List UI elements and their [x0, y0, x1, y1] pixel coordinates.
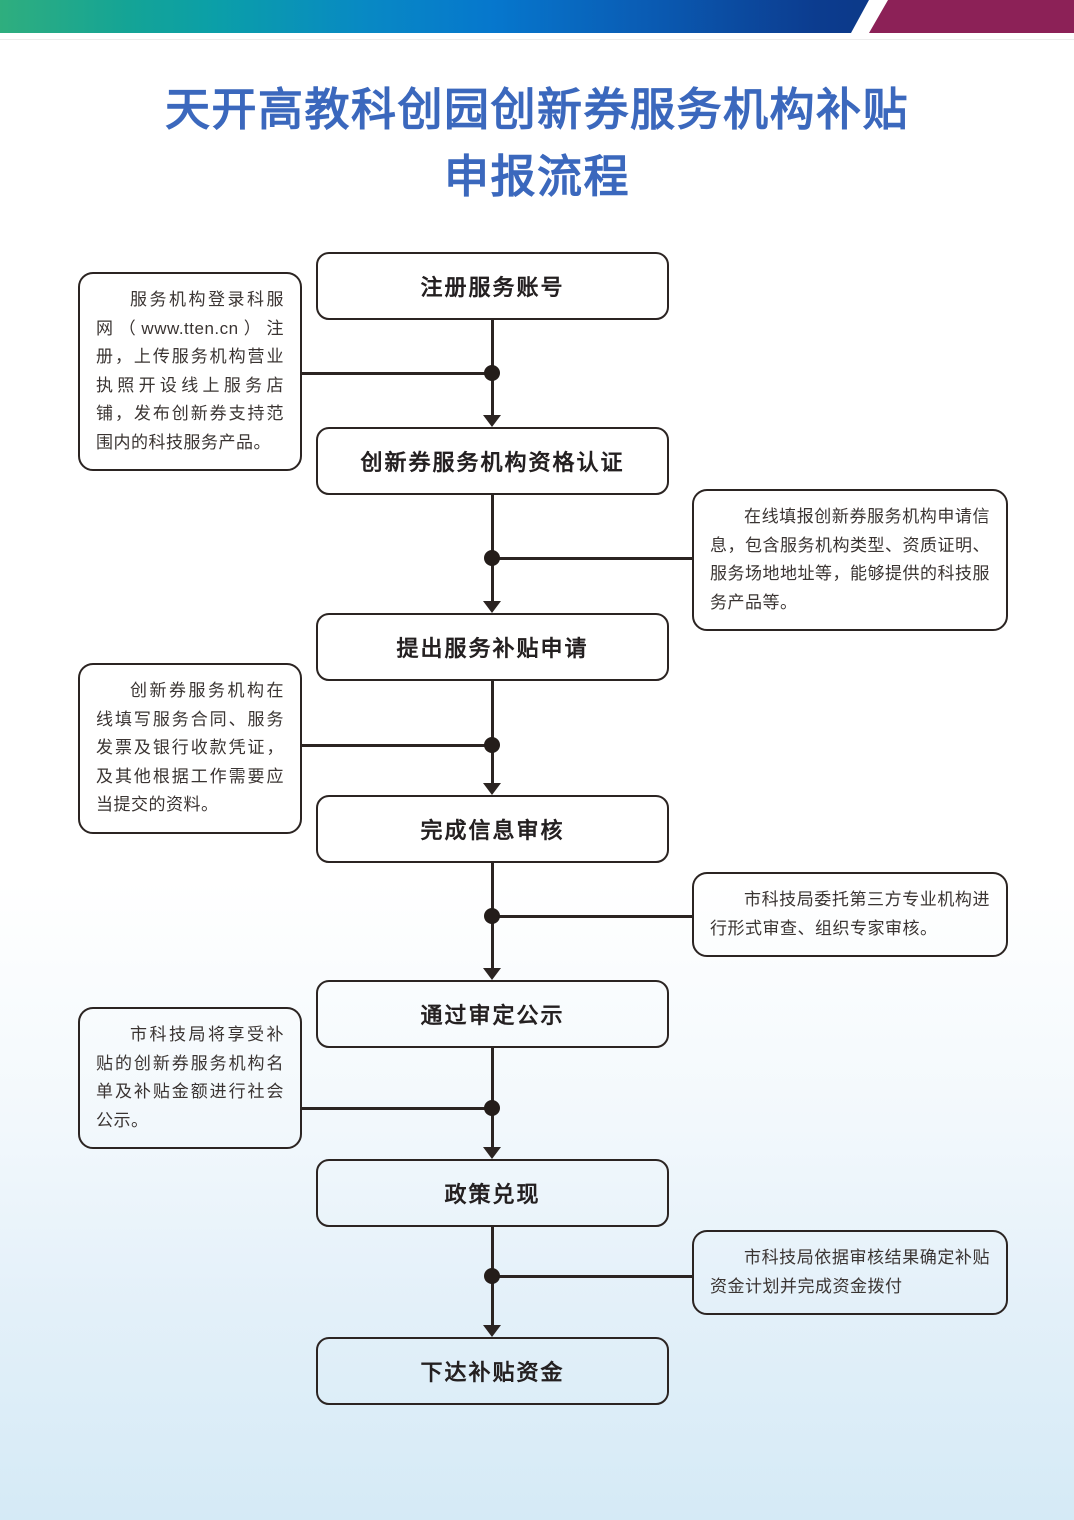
page-title-line2: 申报流程 [443, 151, 630, 202]
flow-step-label: 完成信息审核 [420, 818, 565, 843]
note-text: 服务机构登录科服网（www.tten.cn）注册，上传服务机构营业执照开设线上服… [96, 290, 284, 452]
note-fund-allocation-detail: 市科技局依据审核结果确定补贴资金计划并完成资金拨付 [692, 1230, 1008, 1316]
flow-step-public-announcement: 通过审定公示 [316, 980, 669, 1048]
note-application-info-detail: 在线填报创新券服务机构申请信息，包含服务机构类型、资质证明、服务场地地址等，能够… [692, 489, 1008, 632]
note-text: 在线填报创新券服务机构申请信息，包含服务机构类型、资质证明、服务场地地址等，能够… [710, 507, 990, 612]
junction-dot-1 [484, 365, 500, 381]
flow-step-label: 政策兑现 [444, 1182, 541, 1207]
page-title-line1: 天开高教科创园创新券服务机构补贴 [164, 84, 909, 135]
flow-step-qualification-certification: 创新券服务机构资格认证 [316, 427, 669, 495]
connector-hline-left-2 [300, 744, 492, 747]
flow-step-subsidy-application: 提出服务补贴申请 [316, 613, 669, 681]
note-text: 市科技局委托第三方专业机构进行形式审查、组织专家审核。 [710, 890, 990, 938]
connector-vline-2 [490, 495, 494, 603]
flow-step-label: 注册服务账号 [420, 275, 565, 300]
flow-step-register-account: 注册服务账号 [316, 252, 669, 320]
flow-step-info-review: 完成信息审核 [316, 795, 669, 863]
page-title: 天开高教科创园创新券服务机构补贴申报流程 [0, 76, 1074, 210]
arrow-down-icon [483, 415, 501, 427]
flow-step-label: 创新券服务机构资格认证 [360, 450, 625, 475]
arrow-down-icon [483, 601, 501, 613]
junction-dot-3 [484, 737, 500, 753]
connector-hline-left-3 [300, 1107, 492, 1110]
flow-step-label: 通过审定公示 [420, 1003, 565, 1028]
connector-hline-right-2 [492, 915, 692, 918]
arrow-down-icon [483, 783, 501, 795]
connector-vline-3 [490, 681, 494, 785]
connector-hline-right-3 [492, 1275, 692, 1278]
junction-dot-4 [484, 908, 500, 924]
flow-step-funds-issuance: 下达补贴资金 [316, 1337, 669, 1405]
junction-dot-5 [484, 1100, 500, 1116]
flow-step-label: 提出服务补贴申请 [396, 636, 589, 661]
banner-gradient-stripe [0, 0, 869, 33]
note-public-notice-detail: 市科技局将享受补贴的创新券服务机构名单及补贴金额进行社会公示。 [78, 1007, 302, 1150]
junction-dot-6 [484, 1268, 500, 1284]
note-text: 创新券服务机构在线填写服务合同、服务发票及银行收款凭证，及其他根据工作需要应当提… [96, 681, 284, 815]
note-third-party-review-detail: 市科技局委托第三方专业机构进行形式审查、组织专家审核。 [692, 872, 1008, 958]
banner-accent-stripe [869, 0, 1074, 33]
connector-vline-5 [490, 1048, 494, 1149]
flow-step-policy-fulfillment: 政策兑现 [316, 1159, 669, 1227]
note-registration-detail: 服务机构登录科服网（www.tten.cn）注册，上传服务机构营业执照开设线上服… [78, 272, 302, 472]
junction-dot-2 [484, 550, 500, 566]
arrow-down-icon [483, 1325, 501, 1337]
arrow-down-icon [483, 968, 501, 980]
connector-hline-right-1 [492, 557, 692, 560]
connector-hline-left-1 [300, 372, 492, 375]
note-text: 市科技局依据审核结果确定补贴资金计划并完成资金拨付 [710, 1248, 990, 1296]
arrow-down-icon [483, 1147, 501, 1159]
flow-step-label: 下达补贴资金 [420, 1360, 565, 1385]
note-materials-detail: 创新券服务机构在线填写服务合同、服务发票及银行收款凭证，及其他根据工作需要应当提… [78, 663, 302, 834]
top-banner [0, 0, 1074, 40]
note-text: 市科技局将享受补贴的创新券服务机构名单及补贴金额进行社会公示。 [96, 1025, 284, 1130]
banner-underline [0, 39, 1074, 40]
